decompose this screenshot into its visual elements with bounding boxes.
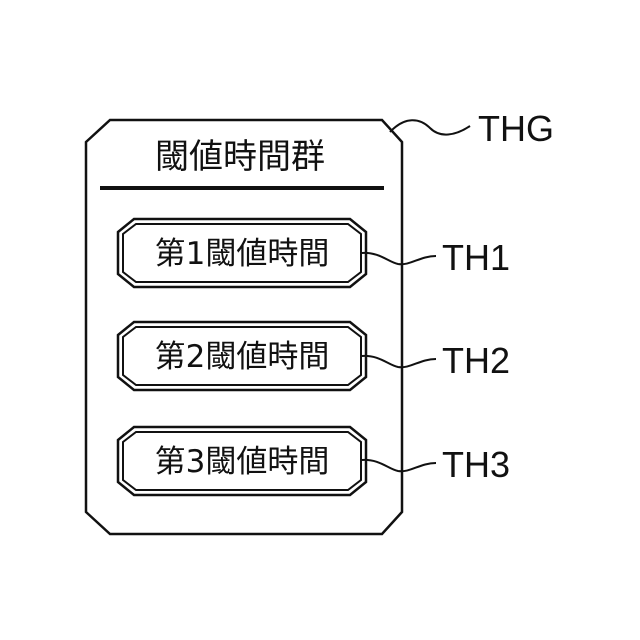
threshold-item-3: 第3閾値時間: [118, 427, 366, 495]
th3-ref-label: TH3: [442, 444, 510, 485]
group-title: 閾値時間群: [155, 137, 325, 177]
item-label: 第2閾値時間: [155, 339, 330, 375]
thg-ref-label: THG: [478, 108, 554, 149]
item-label: 第3閾値時間: [155, 444, 330, 480]
threshold-item-2: 第2閾値時間: [118, 322, 366, 390]
th1-ref-label: TH1: [442, 237, 510, 278]
item-label: 第1閾値時間: [155, 236, 330, 272]
threshold-item-1: 第1閾値時間: [118, 219, 366, 287]
thg-leader-line: [390, 120, 470, 134]
th2-ref-label: TH2: [442, 340, 510, 381]
